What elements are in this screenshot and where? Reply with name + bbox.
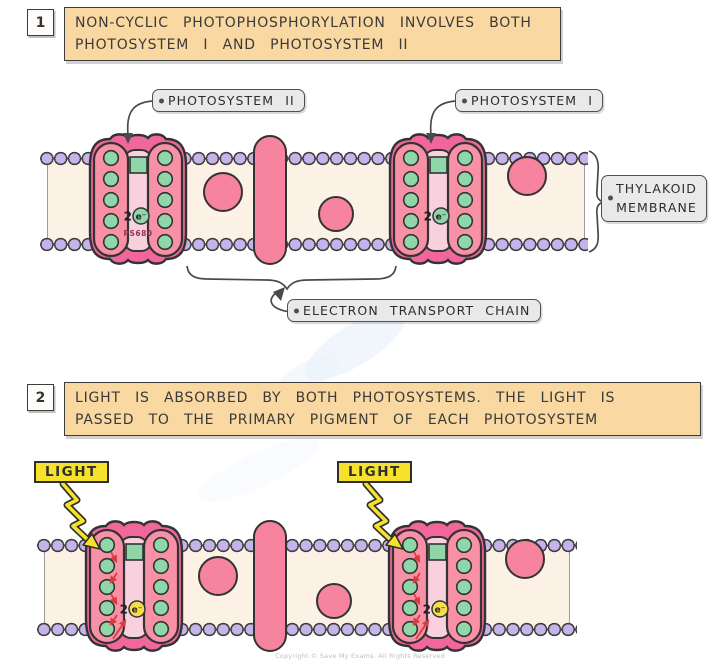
electron-pair (431, 600, 449, 618)
electron-count: 2 (124, 210, 132, 224)
membrane-protein-circle (507, 156, 547, 196)
accessory-pigment (402, 191, 420, 209)
accessory-pigment (402, 212, 420, 230)
membrane-protein-circle (505, 539, 545, 579)
photosystem-ii-label: PHOTOSYSTEM II (152, 89, 305, 112)
step-1-number: 1 (27, 9, 54, 36)
accessory-pigment (456, 191, 474, 209)
accessory-pigment (455, 578, 473, 596)
etc-protein-circle (318, 196, 354, 232)
accessory-pigment (156, 212, 174, 230)
electron-symbol: e⁻ (435, 606, 446, 616)
accessory-pigment (156, 170, 174, 188)
etc-protein-pump (253, 135, 287, 265)
accessory-pigment (152, 536, 170, 554)
step-2-text-line1: LIGHT IS ABSORBED BY BOTH PHOTOSYSTEMS. … (75, 390, 616, 406)
electron-energy-arrow (415, 619, 430, 640)
accessory-pigment (156, 233, 174, 251)
accessory-pigment (102, 212, 120, 230)
step-1-text-line2: PHOTOSYSTEM I AND PHOTOSYSTEM II (75, 37, 409, 54)
accessory-pigment (152, 599, 170, 617)
etc-protein-circle (198, 556, 238, 596)
accessory-pigment (152, 578, 170, 596)
electron-energy-arrow (413, 593, 421, 606)
reaction-centre-square (429, 156, 448, 174)
accessory-pigment (102, 191, 120, 209)
accessory-pigment (98, 536, 116, 554)
electron-energy-arrow (112, 619, 127, 640)
step-2-panel: LIGHT IS ABSORBED BY BOTH PHOTOSYSTEMS. … (64, 382, 701, 437)
electron-energy-arrow (412, 614, 421, 626)
light-label-right: LIGHT (337, 461, 412, 483)
thylakoid-label-line2: MEMBRANE (616, 200, 697, 216)
photosystem-ii-complex-bottom: 2 e⁻ (82, 517, 186, 655)
electron-symbol: e⁻ (136, 213, 147, 223)
electron-count: 2 (120, 603, 128, 617)
accessory-pigment (156, 149, 174, 167)
thylakoid-label-line1: THYLAKOID (616, 181, 698, 196)
accessory-pigment (102, 170, 120, 188)
electron-energy-arrow (110, 551, 118, 564)
electron-energy-arrow (413, 551, 421, 564)
electron-pair (132, 207, 150, 225)
electron-energy-arrow (110, 593, 118, 606)
accessory-pigment (456, 212, 474, 230)
accessory-pigment (152, 557, 170, 575)
accessory-pigment (455, 557, 473, 575)
accessory-pigment (102, 149, 120, 167)
accessory-pigment (402, 149, 420, 167)
electron-symbol: e⁻ (132, 606, 143, 616)
electron-energy-arrow (412, 572, 421, 584)
accessory-pigment (401, 620, 419, 638)
accessory-pigment (456, 149, 474, 167)
step-2-text-line2: PASSED TO THE PRIMARY PIGMENT OF EACH PH… (75, 412, 598, 429)
accessory-pigment (402, 233, 420, 251)
reaction-centre-square (428, 543, 447, 561)
accessory-pigment (456, 233, 474, 251)
electron-count: 2 (423, 603, 431, 617)
electron-pair (128, 600, 146, 618)
step-1-text-line1: NON-CYCLIC PHOTOPHOSPHORYLATION INVOLVES… (75, 15, 532, 31)
accessory-pigment (455, 536, 473, 554)
accessory-pigment (401, 599, 419, 617)
electron-count: 2 (424, 210, 432, 224)
light-label-left: LIGHT (34, 461, 109, 483)
reaction-centre-square (125, 543, 144, 561)
photosystem-ii-complex-top: 2 e⁻ PS680 (86, 130, 190, 268)
photosystem-i-complex-top: 2 e⁻ (386, 130, 490, 268)
etc-protein-circle (203, 172, 243, 212)
photosystem-i-complex-bottom: 2 e⁻ (385, 517, 489, 655)
electron-pair (432, 207, 450, 225)
step-1-panel: NON-CYCLIC PHOTOPHOSPHORYLATION INVOLVES… (64, 7, 561, 62)
thylakoid-membrane-label: THYLAKOID MEMBRANE (601, 175, 708, 222)
electron-energy-arrow (109, 614, 118, 626)
accessory-pigment (401, 557, 419, 575)
accessory-pigment (401, 536, 419, 554)
electron-transport-chain-label: ELECTRON TRANSPORT CHAIN (287, 299, 541, 322)
accessory-pigment (401, 578, 419, 596)
accessory-pigment (98, 599, 116, 617)
accessory-pigment (98, 578, 116, 596)
step-2-number: 2 (27, 384, 54, 411)
accessory-pigment (152, 620, 170, 638)
photosystem-i-label: PHOTOSYSTEM I (455, 89, 604, 112)
accessory-pigment (156, 191, 174, 209)
accessory-pigment (402, 170, 420, 188)
copyright-text: Copyright © Save My Exams. All Rights Re… (275, 652, 445, 660)
accessory-pigment (455, 599, 473, 617)
accessory-pigment (102, 233, 120, 251)
accessory-pigment (98, 620, 116, 638)
electron-energy-arrow (109, 572, 118, 584)
reaction-centre-square (129, 156, 148, 174)
electron-transport-chain-brace (186, 265, 397, 291)
accessory-pigment (455, 620, 473, 638)
accessory-pigment (98, 557, 116, 575)
arrowhead (273, 287, 285, 301)
etc-protein-pump (253, 520, 287, 652)
electron-symbol: e⁻ (436, 213, 447, 223)
accessory-pigment (456, 170, 474, 188)
primary-pigment-label: PS680 (123, 229, 152, 238)
watermark-shape (197, 438, 319, 502)
etc-protein-circle (316, 583, 352, 619)
